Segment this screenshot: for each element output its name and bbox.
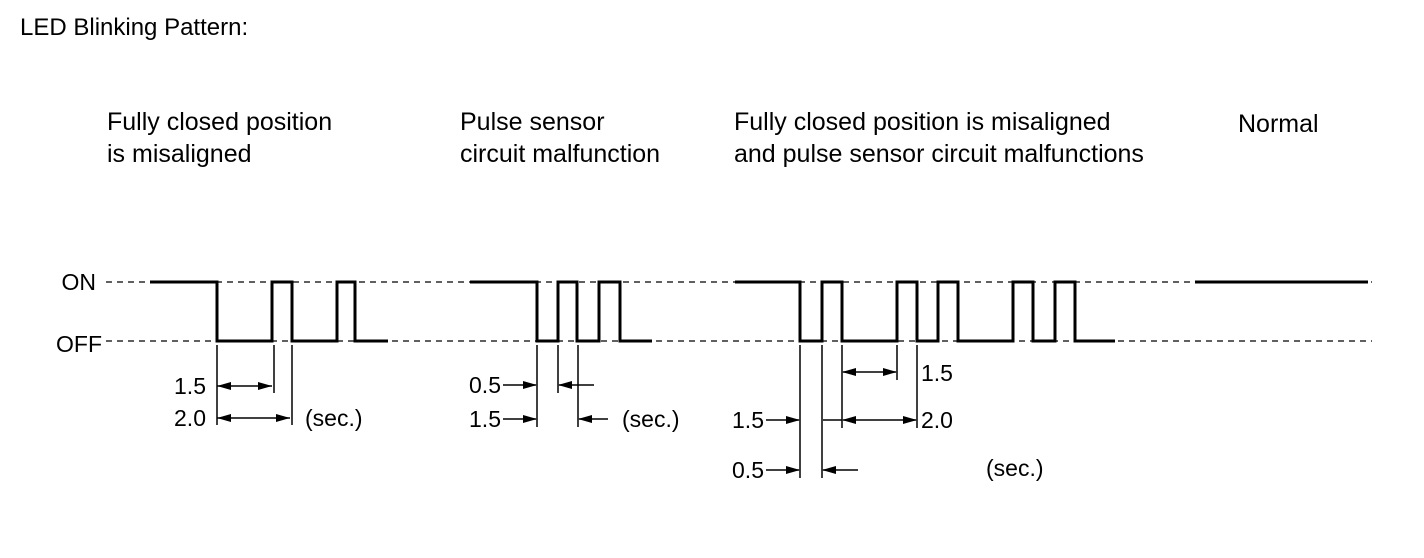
pattern-2-dim-2-label: 1.5 — [469, 406, 501, 432]
pattern-1-dimensions — [216, 345, 293, 425]
pattern-3-dim-4-label: 2.0 — [921, 407, 953, 433]
pattern-3-dim-1-label: 1.5 — [732, 407, 764, 433]
pattern-1-heading-line-2: is misaligned — [107, 140, 252, 168]
level-off-label: OFF — [56, 331, 102, 357]
pattern-1-dim-1-label: 1.5 — [174, 373, 206, 399]
pattern-3-heading-line-1: Fully closed position is misaligned — [734, 108, 1111, 136]
pattern-2-dim-1-label: 0.5 — [469, 372, 501, 398]
pattern-3-dimensions — [766, 345, 918, 478]
pattern-2-dimensions — [503, 345, 608, 427]
pattern-3-unit: (sec.) — [986, 455, 1044, 481]
pattern-3-waveform — [735, 280, 1115, 343]
pattern-1-waveform — [150, 280, 388, 343]
level-on-label: ON — [62, 269, 97, 295]
pattern-2-unit: (sec.) — [622, 406, 680, 432]
pattern-3-dim-3-label: 1.5 — [921, 360, 953, 386]
pattern-2-waveform — [470, 280, 652, 343]
pattern-4-heading: Normal — [1238, 110, 1319, 138]
pattern-3-dim-2-label: 0.5 — [732, 457, 764, 483]
diagram-title: LED Blinking Pattern: — [20, 14, 248, 41]
pattern-2-heading-line-1: Pulse sensor — [460, 108, 605, 136]
pattern-1-unit: (sec.) — [305, 405, 363, 431]
pattern-2-heading-line-2: circuit malfunction — [460, 140, 660, 168]
pattern-1-dim-2-label: 2.0 — [174, 405, 206, 431]
pattern-3-heading-line-2: and pulse sensor circuit malfunctions — [734, 140, 1144, 168]
pattern-1-heading-line-1: Fully closed position — [107, 108, 332, 136]
